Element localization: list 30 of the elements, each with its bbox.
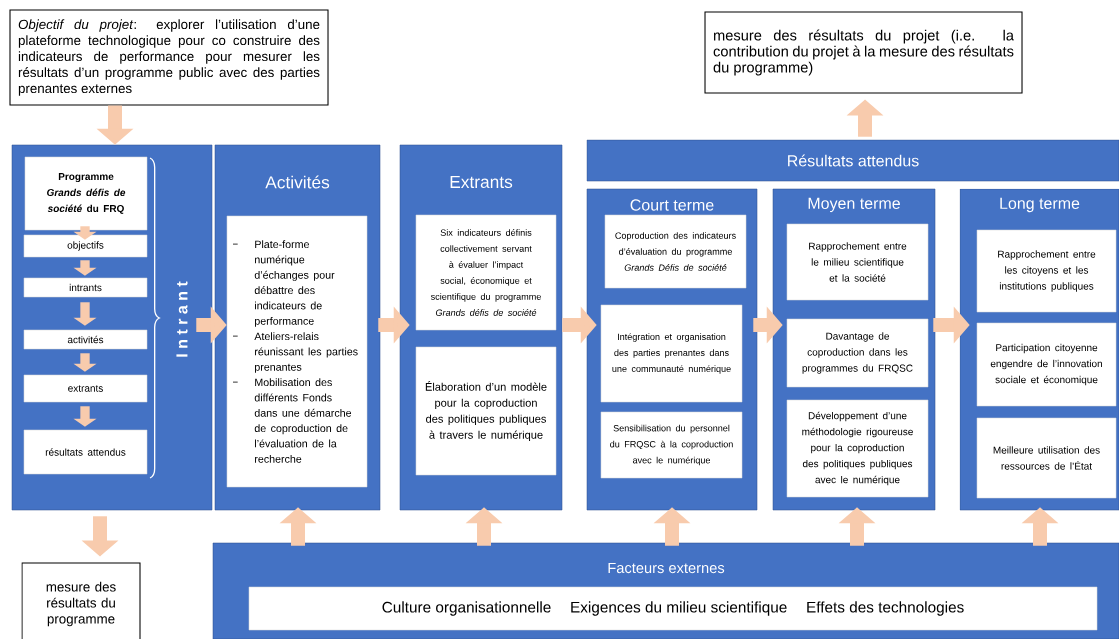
text-box: extrants	[23, 374, 148, 403]
factor-box: Culture organisationnelle Exigences du milieu scientifique Effets des technologies	[248, 586, 1098, 631]
text-box: Développement d’une méthodologie rigoureuse pour la coproduction des politiques publiques avec le numérique	[786, 399, 929, 498]
text-box: mesure des résultats du projet (i.e. la contribution du projet à la mesure des résultats du programme)	[704, 11, 1023, 94]
text-box: Objectif du projet: explorer l’utilisation d’une plateforme technologique pour co construire des indicateurs de performance pour mesurer les résultats d’un programme public avec des parties prenantes externes	[9, 9, 329, 106]
text-box: Davantage de coproduction dans les programmes du FRQSC	[786, 318, 929, 388]
panel-title: Activités	[265, 175, 330, 189]
text-box: Coproduction des indicateurs d’évaluation du programme Grands Défis de société	[604, 214, 747, 289]
text-box: Élaboration d’un modèle pour la coproduction des politiques publiques à travers le numérique	[415, 346, 557, 476]
bullet-list-box: Plate-forme numérique d’échanges pour débattre des indicateurs de performance Ateliers-relais réunissant les parties prenantes Mobilisation des différents Fonds dans une démarche de coproduction de l’évaluation de la recherche	[226, 215, 368, 488]
panel-title: Long terme	[1000, 197, 1080, 213]
panel-title: Court terme	[630, 199, 714, 211]
text-box: objectifs	[23, 234, 148, 258]
panel-title: Extrants	[450, 175, 513, 189]
panel-title: Facteurs externes	[608, 562, 725, 574]
text-box: Rapprochement entre le milieu scientifique et la société	[786, 223, 929, 301]
text-box: mesure des résultats du programme	[21, 562, 141, 639]
text-box: activités	[23, 329, 148, 350]
header-band: Résultats attendus	[586, 139, 1119, 182]
text-box: Intégration et organisation des parties prenantes dans une communauté numérique	[600, 304, 743, 403]
text-box: Six indicateurs définis collectivement servant à évaluer l’impact social, économique et scientifique du programme Grands défis de société	[415, 214, 557, 331]
text-box: Rapprochement entre les citoyens et les institutions publiques	[976, 229, 1117, 313]
text-box: résultats attendus	[23, 429, 148, 475]
text-box: Programme Grands défis de société du FRQ	[24, 156, 148, 231]
text-box: Sensibilisation du personnel du FRQSC à la coproduction avec le numérique	[600, 411, 743, 479]
panel-title: Moyen terme	[808, 197, 900, 213]
text-box: Meilleure utilisation des ressources de l’État	[976, 417, 1117, 499]
text-box: intrants	[23, 277, 148, 298]
vertical-label: I n t r a n t	[176, 281, 188, 357]
text-box: Participation citoyenne engendre de l’innovation sociale et économique	[976, 322, 1117, 407]
